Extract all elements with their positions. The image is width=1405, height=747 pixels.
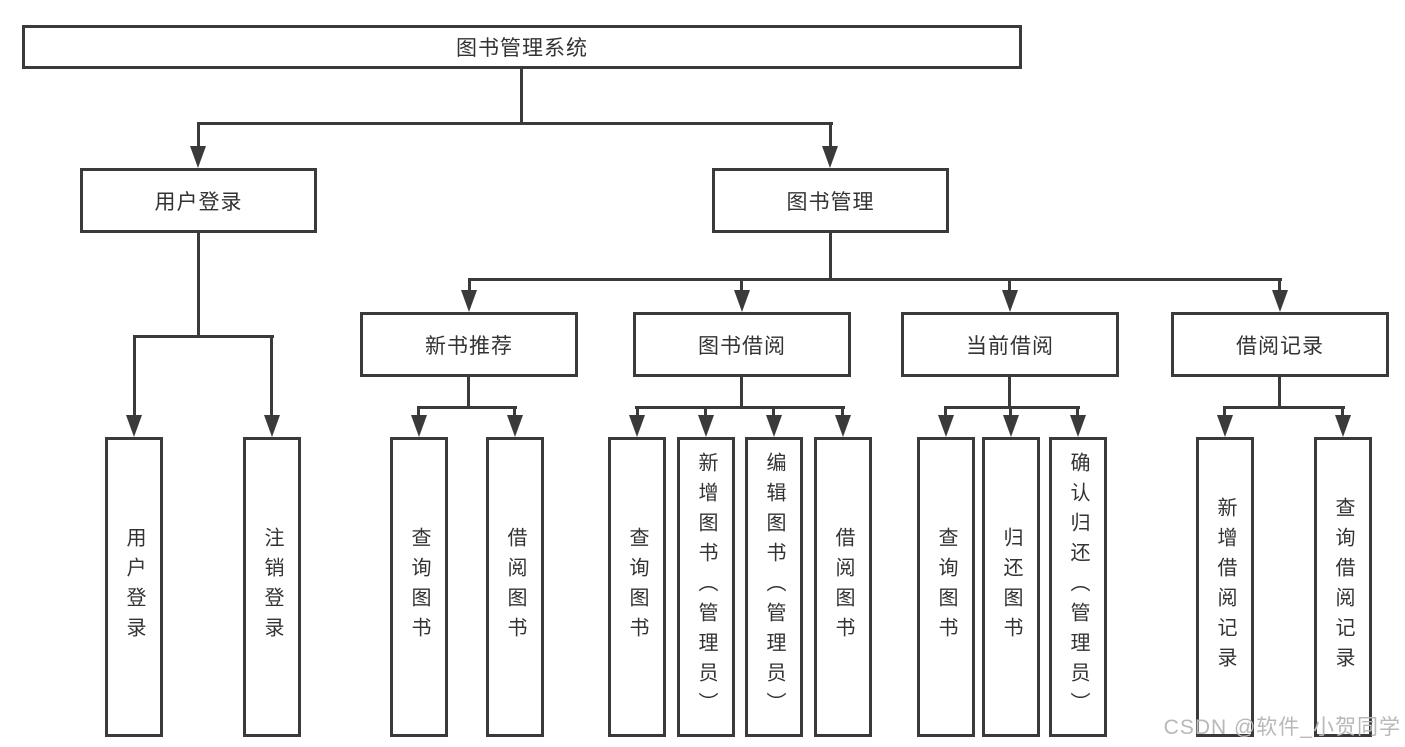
node-book-management-label: 图书管理	[786, 190, 875, 214]
connector-line	[197, 122, 833, 125]
arrowhead-down-icon	[629, 415, 645, 437]
node-new-book-recommend-label: 新书推荐	[425, 334, 513, 358]
leaf-bb-query-books: 查询图书	[608, 437, 666, 737]
connector-line	[1223, 406, 1345, 409]
connector-line	[520, 68, 523, 124]
leaf-logout: 注销登录	[243, 437, 301, 737]
node-new-book-recommend: 新书推荐	[360, 312, 578, 377]
arrowhead-down-icon	[1272, 290, 1288, 312]
connector-line	[740, 377, 743, 408]
arrowhead-down-icon	[835, 415, 851, 437]
leaf-cb-query-books: 查询图书	[917, 437, 975, 737]
leaf-cb-confirm-return-admin-label: 确认归还（管理员）	[1067, 452, 1089, 722]
leaf-bb-add-books-admin: 新增图书（管理员）	[677, 437, 735, 737]
connector-line	[417, 406, 517, 409]
connector-line	[944, 406, 947, 417]
arrowhead-down-icon	[411, 415, 427, 437]
arrowhead-down-icon	[938, 415, 954, 437]
leaf-bb-edit-books-admin: 编辑图书（管理员）	[745, 437, 803, 737]
arrowhead-down-icon	[190, 146, 206, 168]
leaf-br-query-record-label: 查询借阅记录	[1332, 497, 1354, 677]
node-book-borrowing-label: 图书借阅	[698, 334, 786, 358]
node-root: 图书管理系统	[22, 25, 1022, 69]
leaf-cb-query-books-label: 查询图书	[935, 527, 957, 647]
node-borrow-records-label: 借阅记录	[1236, 334, 1324, 358]
arrowhead-down-icon	[1335, 415, 1351, 437]
arrowhead-down-icon	[822, 146, 838, 168]
leaf-bb-borrow-books: 借阅图书	[814, 437, 872, 737]
connector-line	[829, 233, 832, 280]
connector-line	[1341, 406, 1344, 417]
leaf-cb-return-books-label: 归还图书	[1000, 527, 1022, 647]
leaf-br-query-record: 查询借阅记录	[1314, 437, 1372, 737]
connector-line	[635, 406, 845, 409]
connector-line	[197, 122, 200, 148]
leaf-user-login: 用户登录	[105, 437, 163, 737]
connector-line	[704, 406, 707, 417]
leaf-cb-confirm-return-admin: 确认归还（管理员）	[1049, 437, 1107, 737]
arrowhead-down-icon	[264, 415, 280, 437]
arrowhead-down-icon	[461, 290, 477, 312]
connector-line	[772, 406, 775, 417]
connector-line	[636, 406, 639, 417]
node-current-borrowing-label: 当前借阅	[966, 334, 1054, 358]
leaf-nb-borrow-books: 借阅图书	[486, 437, 544, 737]
connector-line	[1278, 377, 1281, 408]
connector-line	[513, 406, 516, 417]
leaf-nb-borrow-books-label: 借阅图书	[504, 527, 526, 647]
leaf-cb-return-books: 归还图书	[982, 437, 1040, 737]
node-book-borrowing: 图书借阅	[633, 312, 851, 377]
connector-line	[417, 406, 420, 417]
csdn-watermark: CSDN @软件_小贺同学	[1163, 716, 1401, 739]
node-root-label: 图书管理系统	[456, 37, 588, 60]
connector-line	[1008, 278, 1011, 292]
node-borrow-records: 借阅记录	[1171, 312, 1389, 377]
connector-line	[197, 233, 200, 337]
arrowhead-down-icon	[1003, 415, 1019, 437]
connector-line	[1009, 406, 1012, 417]
leaf-br-add-record-label: 新增借阅记录	[1214, 497, 1236, 677]
arrowhead-down-icon	[766, 415, 782, 437]
leaf-user-login-label: 用户登录	[123, 527, 145, 647]
leaf-br-add-record: 新增借阅记录	[1196, 437, 1254, 737]
connector-line	[1076, 406, 1079, 417]
arrowhead-down-icon	[1217, 415, 1233, 437]
leaf-logout-label: 注销登录	[261, 527, 283, 647]
connector-line	[270, 335, 273, 417]
node-book-management: 图书管理	[712, 168, 949, 233]
connector-line	[829, 122, 832, 148]
leaf-bb-borrow-books-label: 借阅图书	[832, 527, 854, 647]
arrowhead-down-icon	[1070, 415, 1086, 437]
connector-line	[467, 377, 470, 408]
connector-line	[740, 278, 743, 292]
leaf-nb-query-books: 查询图书	[390, 437, 448, 737]
leaf-nb-query-books-label: 查询图书	[408, 527, 430, 647]
arrowhead-down-icon	[126, 415, 142, 437]
connector-line	[1008, 377, 1011, 408]
node-user-login-label: 用户登录	[154, 190, 243, 214]
connector-line	[468, 278, 471, 292]
connector-line	[841, 406, 844, 417]
node-current-borrowing: 当前借阅	[901, 312, 1119, 377]
connector-line	[944, 406, 1080, 409]
arrowhead-down-icon	[734, 290, 750, 312]
connector-line	[468, 278, 1282, 281]
leaf-bb-add-books-admin-label: 新增图书（管理员）	[695, 452, 717, 722]
connector-line	[1223, 406, 1226, 417]
arrowhead-down-icon	[507, 415, 523, 437]
arrowhead-down-icon	[698, 415, 714, 437]
node-user-login: 用户登录	[80, 168, 317, 233]
connector-line	[1278, 278, 1281, 292]
connector-line	[133, 335, 136, 417]
leaf-bb-edit-books-admin-label: 编辑图书（管理员）	[763, 452, 785, 722]
arrowhead-down-icon	[1002, 290, 1018, 312]
connector-line	[133, 335, 274, 338]
leaf-bb-query-books-label: 查询图书	[626, 527, 648, 647]
